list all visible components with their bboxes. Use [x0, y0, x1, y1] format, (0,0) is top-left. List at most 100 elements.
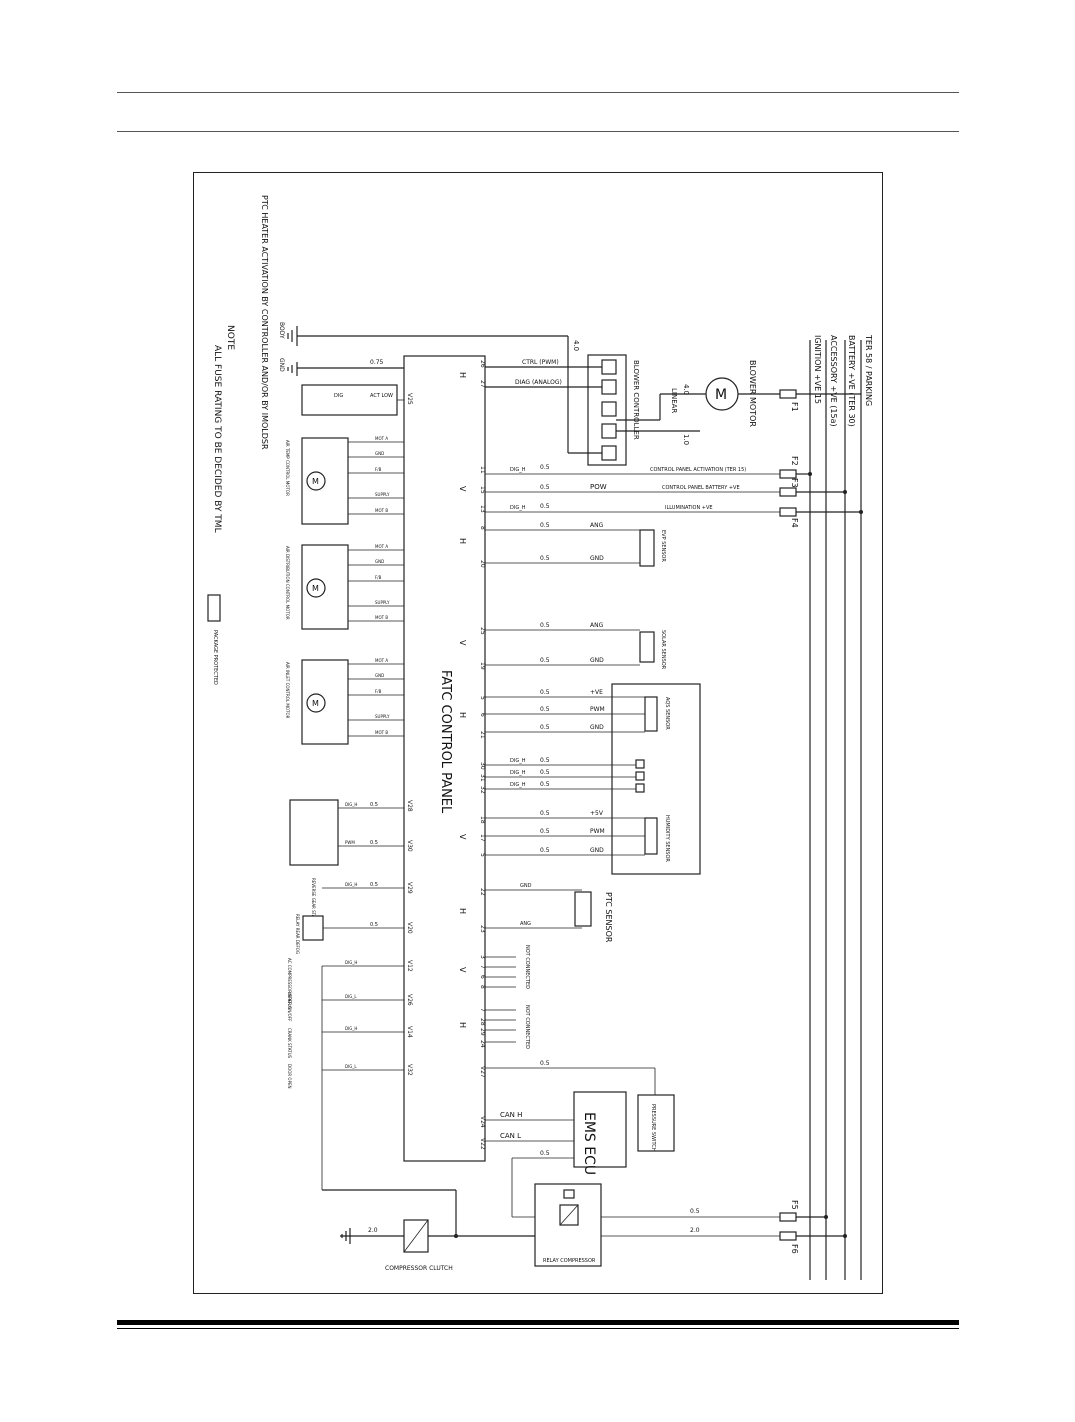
- svg-text:0.5: 0.5: [540, 828, 550, 835]
- crank-status-label: CRANK STATUS: [287, 1028, 292, 1059]
- svg-text:0.5: 0.5: [540, 622, 550, 629]
- svg-text:0.5: 0.5: [540, 781, 550, 788]
- fuse-f5: [779, 1212, 797, 1222]
- air-inlet-motor-label: AIR INLET CONTROL MOTOR: [285, 662, 290, 719]
- body-ground-label: BODY: [278, 322, 285, 339]
- svg-text:32: 32: [479, 786, 486, 794]
- relay-rear-defog-label: RELAY REAR DEFOG: [295, 914, 300, 954]
- fuse-f4: [779, 507, 797, 517]
- svg-text:GND: GND: [590, 555, 604, 562]
- svg-text:V22: V22: [479, 1138, 486, 1150]
- fatc-control-panel: [403, 355, 486, 1162]
- fuse-label-f6: F6: [790, 1244, 799, 1254]
- svg-text:15: 15: [479, 486, 486, 494]
- svg-text:V: V: [458, 640, 467, 646]
- rail-label-parking: TER 58 / PARKING: [864, 334, 873, 406]
- svg-text:ACT LOW: ACT LOW: [370, 393, 393, 399]
- rail-label-accessory: ACCESSORY +VE (15a): [829, 335, 838, 427]
- right-pins: 26 27 H 11 15 13 V 8 20 H 25 19 V 5 6 21…: [458, 360, 486, 1150]
- svg-text:POW: POW: [590, 483, 607, 491]
- svg-text:0.5: 0.5: [540, 555, 550, 562]
- svg-text:MOT B: MOT B: [375, 508, 388, 513]
- rail-label-ignition: IGNITION +VE 15: [813, 335, 822, 404]
- svg-text:MOT A: MOT A: [375, 544, 388, 549]
- svg-text:0.5: 0.5: [540, 847, 550, 854]
- blower-controller-label: BLOWER CONTROLLER: [632, 360, 640, 440]
- note-text: ALL FUSE RATING TO BE DECIDED BY TML: [212, 345, 222, 533]
- power-rails: IGNITION +VE 15 ACCESSORY +VE (15a) BATT…: [809, 334, 873, 1280]
- svg-text:V28: V28: [406, 800, 413, 812]
- svg-text:V20: V20: [406, 922, 413, 934]
- header-rule-bottom: [117, 131, 959, 132]
- svg-text:0.5: 0.5: [540, 464, 550, 471]
- svg-text:0.5: 0.5: [540, 484, 550, 491]
- svg-text:7: 7: [479, 1008, 486, 1012]
- svg-text:M: M: [312, 477, 319, 486]
- fuse-f3: [779, 487, 797, 497]
- ems-ecu: [573, 1091, 627, 1168]
- can-l-label: CAN L: [500, 1132, 521, 1140]
- footer-rule-thin: [117, 1328, 959, 1329]
- svg-text:GND: GND: [375, 673, 384, 678]
- fuse-label-f4: F4: [790, 518, 799, 528]
- door-open-label: DOOR OPEN: [287, 1064, 292, 1089]
- svg-text:0.5: 0.5: [540, 706, 550, 713]
- fuse-label-f1: F1: [790, 402, 799, 412]
- svg-text:SUPPLY: SUPPLY: [375, 714, 390, 719]
- svg-text:8: 8: [479, 526, 486, 530]
- svg-text:0.5: 0.5: [540, 810, 550, 817]
- not-connected-2: NOT CONNECTED: [485, 1005, 530, 1049]
- svg-text:5: 5: [479, 853, 486, 857]
- svg-text:0.5: 0.5: [690, 1208, 700, 1215]
- svg-text:PWM: PWM: [590, 828, 605, 835]
- svg-text:DIG_H: DIG_H: [510, 770, 526, 776]
- air-temp-motor: M MOT A GND F/B SUPPLY MOT B AIR TEMP CO…: [285, 436, 404, 525]
- svg-text:DIG_H: DIG_H: [510, 758, 526, 764]
- rail-label-battery: BATTERY +VE (TER 30): [847, 335, 856, 427]
- svg-text:0.5: 0.5: [540, 522, 550, 529]
- svg-text:ANG: ANG: [590, 622, 604, 629]
- ac-compressor-status-label: AC COMPRESSOR STATUS: [287, 958, 292, 1010]
- fuse-f2: [779, 469, 797, 479]
- svg-text:V: V: [458, 486, 467, 492]
- humidity-sensor: [644, 817, 658, 855]
- svg-text:0.5: 0.5: [370, 882, 378, 888]
- compressor-clutch-label: COMPRESSOR CLUTCH: [385, 1265, 453, 1272]
- can-h-label: CAN H: [500, 1111, 522, 1119]
- svg-text:0.5: 0.5: [540, 689, 550, 696]
- hvac-box: [301, 384, 398, 416]
- svg-text:28: 28: [479, 1018, 486, 1026]
- svg-text:V27: V27: [479, 1066, 486, 1078]
- svg-text:0.5: 0.5: [370, 802, 378, 808]
- svg-text:MOT B: MOT B: [375, 615, 388, 620]
- reverse-gear-label: REVERSE GEAR STATUS: [311, 878, 316, 926]
- svg-text:19: 19: [479, 662, 486, 670]
- svg-text:V30: V30: [406, 840, 413, 852]
- air-distribution-motor-label: AIR DISTRIBUTION CONTROL MOTOR: [285, 546, 290, 620]
- sig-diag-analog: DIAG (ANALOG): [515, 379, 562, 386]
- svg-text:11: 11: [479, 466, 486, 474]
- svg-text:H: H: [458, 908, 467, 914]
- svg-text:DIG_H: DIG_H: [345, 1026, 357, 1031]
- fuse-label-f3: F3: [790, 478, 799, 488]
- svg-text:27: 27: [479, 380, 486, 388]
- fuse-f1: [779, 389, 797, 399]
- wire-4-label: 4.0: [682, 384, 690, 395]
- svg-text:NOT CONNECTED: NOT CONNECTED: [524, 945, 530, 989]
- svg-text:CONTROL PANEL ACTIVATION (TER: CONTROL PANEL ACTIVATION (TER 15): [650, 467, 746, 473]
- ptc-note: PTC HEATER ACTIVATION BY CONTROLLER AND/…: [260, 195, 269, 450]
- svg-text:7: 7: [479, 965, 486, 969]
- svg-text:DIG_H: DIG_H: [345, 802, 357, 807]
- gnd-label: GND: [278, 358, 285, 372]
- svg-text:+VE: +VE: [590, 689, 603, 696]
- svg-text:DIG_H: DIG_H: [510, 505, 526, 511]
- svg-text:0.5: 0.5: [370, 922, 378, 928]
- svg-text:31: 31: [479, 774, 486, 782]
- legend-label: PACKAGE PROTECTED: [212, 630, 218, 685]
- svg-text:0.5: 0.5: [540, 657, 550, 664]
- linear-label: LINEAR: [670, 388, 678, 413]
- svg-text:F/B: F/B: [375, 689, 382, 694]
- svg-text:13: 13: [479, 505, 486, 513]
- svg-text:6: 6: [479, 975, 486, 979]
